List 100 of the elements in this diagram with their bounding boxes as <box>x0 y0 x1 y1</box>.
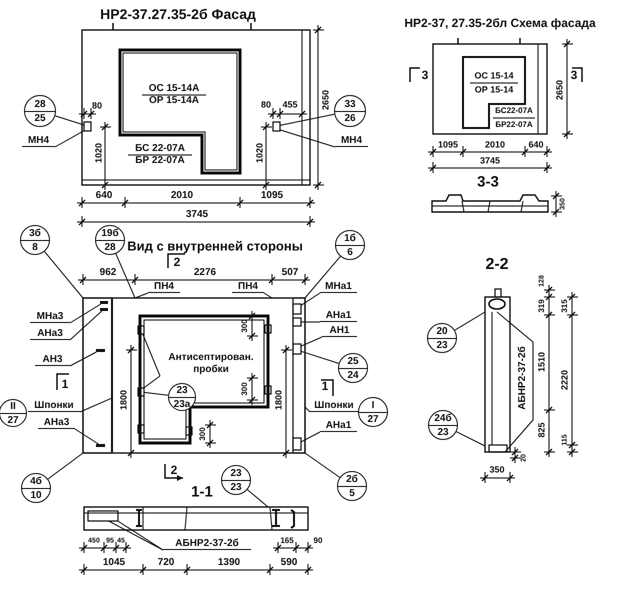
callout-circle <box>221 465 251 495</box>
callout-number: 23 <box>229 483 243 493</box>
mark-label: БС22-07А <box>495 107 533 115</box>
mark-label: БР 22-07А <box>135 156 185 166</box>
callout-number: 24б <box>433 414 453 424</box>
dimension-value: 80 <box>92 102 102 110</box>
leader-line <box>44 251 84 298</box>
callout-number: 23 <box>175 386 189 396</box>
part-label: МНа3 <box>30 311 70 323</box>
callout-number: 23 <box>436 428 450 438</box>
mark-label: АБНР2-37-2б <box>518 346 528 410</box>
embedded-part <box>272 121 281 132</box>
leader-line <box>300 432 320 442</box>
wooden-plug <box>137 387 145 397</box>
leader-line <box>108 520 164 550</box>
callout-circle <box>95 225 125 255</box>
wooden-plug <box>137 325 145 335</box>
dimension-value: 80 <box>261 100 271 110</box>
leader-line <box>247 489 268 508</box>
mark-label: БС 22-07А <box>135 144 185 154</box>
dimension-value: 3745 <box>480 156 500 166</box>
leader-line <box>54 130 84 148</box>
section-label: 3 <box>570 69 578 81</box>
part-label: МН4 <box>22 135 55 147</box>
dimension-value: 2010 <box>170 191 194 201</box>
leader-line <box>264 292 272 298</box>
leader-line <box>304 452 340 478</box>
callout-circle <box>335 230 365 260</box>
dimension-value: 1095 <box>260 191 284 201</box>
callout-circle <box>428 410 458 440</box>
dimension-value: 315 <box>561 299 569 313</box>
leader-line <box>280 129 336 148</box>
dimension-value: 640 <box>96 191 112 201</box>
callout-number: 25 <box>346 357 360 367</box>
callout-circle <box>337 471 367 501</box>
part-label: АНа1 <box>320 420 357 432</box>
dimension-value: 825 <box>538 422 546 438</box>
callout-number: 3б <box>28 229 42 239</box>
leader-line <box>304 256 341 298</box>
embedded-part <box>83 121 92 132</box>
section-label: 2 <box>170 464 178 476</box>
part-label: ПН4 <box>148 281 180 293</box>
drawing-title: НР2-37.27.35-2б Фасад <box>100 7 256 21</box>
callout-number: 33 <box>343 100 357 110</box>
callout-number: 27 <box>366 415 380 425</box>
dimension-value: 2650 <box>556 80 564 100</box>
dimension-value: 640 <box>528 140 544 150</box>
callout-number: 28 <box>33 100 47 110</box>
section-label: 1 <box>62 378 68 390</box>
callout-number: 10 <box>29 491 43 501</box>
leader-line <box>70 352 97 366</box>
callout-number: 20 <box>435 327 449 337</box>
leader-line <box>456 431 486 446</box>
part-label: АНа3 <box>30 328 70 340</box>
part-label: Шпонки <box>310 400 358 412</box>
section-label: 2 <box>174 256 180 268</box>
leader-line <box>117 520 164 550</box>
edge-strip <box>292 297 306 454</box>
section-label: 2-2 <box>485 257 509 273</box>
dimension-value: 2276 <box>194 268 216 278</box>
callout-number: 4б <box>29 477 43 487</box>
dimension-value: 1020 <box>256 142 264 164</box>
mark-label: БР22-07А <box>495 121 533 129</box>
mark-label: ОС 15-14 <box>474 72 514 80</box>
part-label: АН3 <box>35 354 70 366</box>
dimension-value: 1390 <box>218 558 240 568</box>
dimension-value: 1045 <box>102 558 126 568</box>
mark-label: ОР 15-14А <box>148 96 200 106</box>
callout-number: 25 <box>33 114 47 124</box>
embedded-part <box>292 317 302 327</box>
dimension-value: 3745 <box>186 210 208 220</box>
callout-number: 26 <box>343 114 357 124</box>
part-label: МН4 <box>335 135 368 147</box>
callout-circle <box>24 95 56 127</box>
callout-number: 8 <box>31 243 39 253</box>
part-label: АНа1 <box>320 310 357 322</box>
leader-line <box>134 292 148 298</box>
section-label: 3 <box>422 69 428 81</box>
dimension-value: 720 <box>158 558 174 568</box>
callout-circle <box>358 397 388 427</box>
leader-line <box>48 452 84 480</box>
embedded-part <box>96 349 105 352</box>
leader-line <box>300 292 320 306</box>
dimension-value: 507 <box>282 268 298 278</box>
dimension-value: 300 <box>241 382 249 396</box>
leader-line <box>115 253 136 298</box>
leader-line <box>144 392 169 396</box>
part-label: АН1 <box>322 325 357 337</box>
dimension-value: 1020 <box>94 142 104 164</box>
leader-line <box>300 350 340 364</box>
dimension-value: 962 <box>100 268 116 278</box>
dimension-value: 2650 <box>322 90 330 110</box>
section-label: 1-1 <box>191 484 213 500</box>
leader-line <box>280 114 335 126</box>
callout-circle <box>21 473 51 503</box>
leader-line <box>300 336 322 347</box>
callout-number: 24 <box>346 371 360 381</box>
leader-line <box>54 115 84 126</box>
drawing-title: НР2-37, 27.35-2бл Схема фасада <box>404 17 596 29</box>
section-2-2-drawing <box>484 288 534 453</box>
